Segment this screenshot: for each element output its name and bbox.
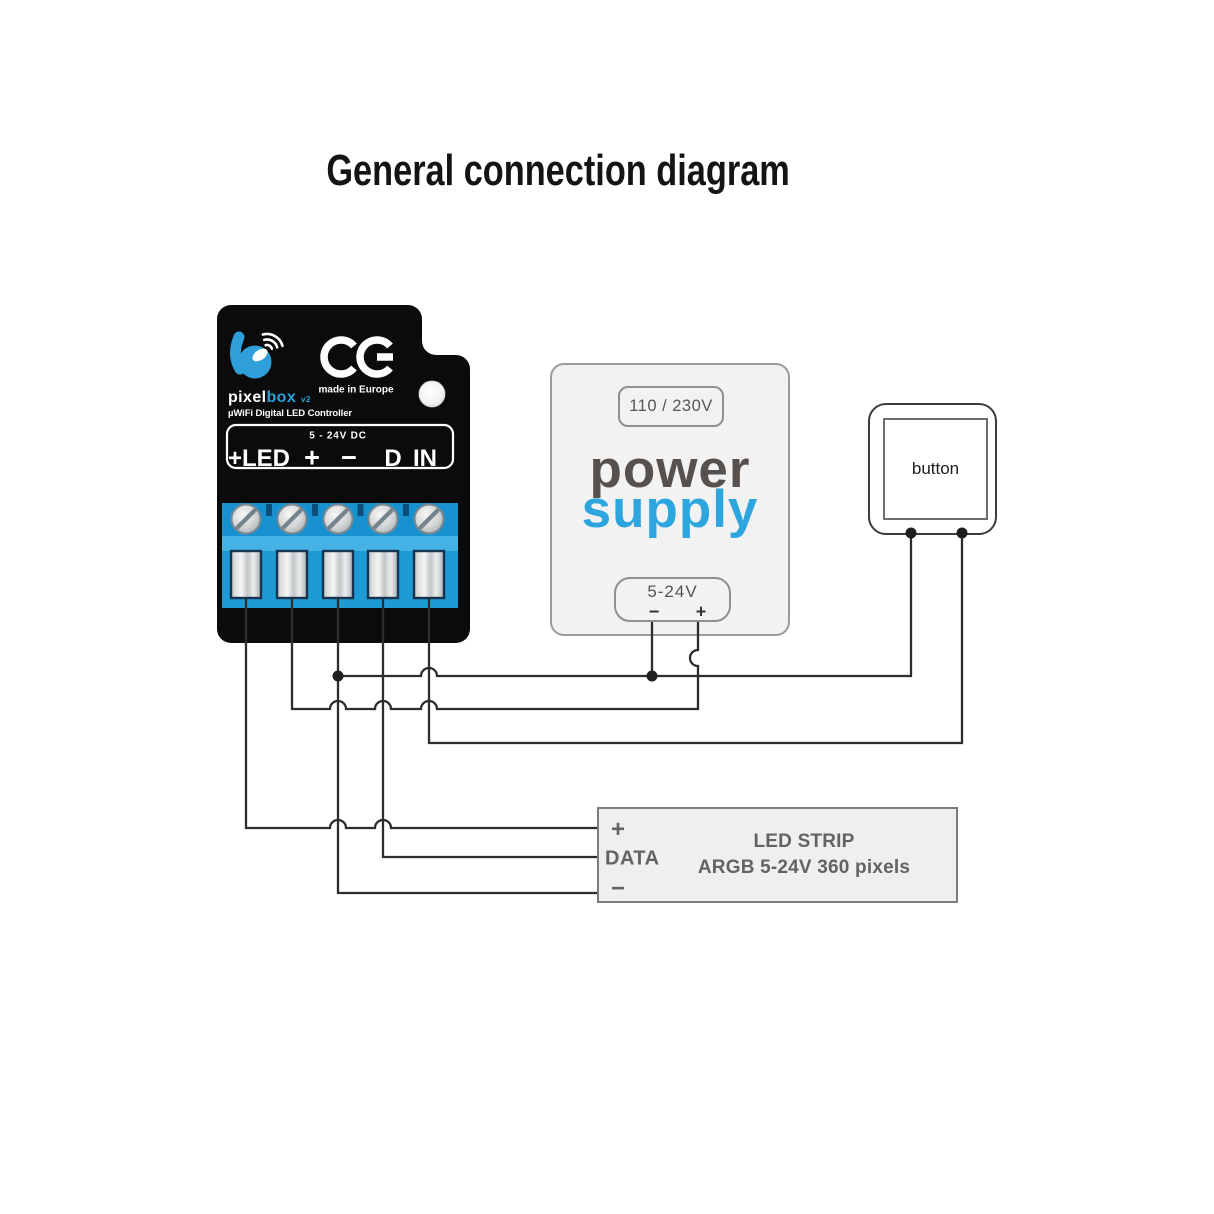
ce-mark-icon <box>320 336 393 378</box>
brand-version: v2 <box>300 395 311 404</box>
power-supply-box: 110 / 230V power supply 5-24V − + <box>550 363 790 636</box>
screw-icon <box>367 503 399 535</box>
junction-dot <box>332 670 344 682</box>
terminal-screws <box>230 503 445 535</box>
terminal-label-led: +LED <box>227 445 291 472</box>
output-voltage-label: 5-24V <box>647 582 698 601</box>
terminal-slot <box>275 549 309 600</box>
strip-title: LED STRIP <box>753 831 855 852</box>
terminal-label-d: D <box>384 445 402 472</box>
screw-icon <box>276 503 308 535</box>
strip-spec: ARGB 5-24V 360 pixels <box>697 857 911 878</box>
psu-logo-supply: supply <box>581 480 759 539</box>
strip-minus-terminal: − <box>610 875 626 902</box>
strip-plus-terminal: + <box>610 816 626 843</box>
psu-minus-terminal: − <box>648 601 660 622</box>
led-strip-box: + DATA − LED STRIP ARGB 5-24V 360 pixels <box>597 807 958 903</box>
device-subtitle: µWiFi Digital LED Controller <box>228 408 352 419</box>
screw-icon <box>413 503 445 535</box>
terminal-separators <box>266 504 409 516</box>
led-controller-device: pixelbox v2 µWiFi Digital LED Controller… <box>217 305 470 643</box>
terminal-slot <box>321 549 355 600</box>
psu-plus-terminal: + <box>695 601 707 622</box>
device-graphic <box>217 305 470 643</box>
strip-description: LED STRIP ARGB 5-24V 360 pixels <box>654 831 954 879</box>
push-button-box[interactable]: button <box>868 403 997 535</box>
psu-logo-power: power <box>589 440 751 499</box>
terminal-slot <box>412 549 446 600</box>
terminal-label-plus: + <box>304 442 320 473</box>
terminal-block <box>222 503 458 608</box>
voltage-rating-label: 5 - 24V DC <box>309 430 367 442</box>
label-frame <box>225 423 455 470</box>
terminal-slot <box>366 549 400 600</box>
terminal-label-minus: − <box>341 442 357 473</box>
blebox-logo-icon <box>229 331 284 379</box>
brand-box: box <box>266 389 297 406</box>
strip-data-terminal: DATA <box>605 847 660 870</box>
terminal-slot <box>229 549 263 600</box>
junction-dot <box>646 670 658 682</box>
made-in-label: made in Europe <box>318 384 394 396</box>
screw-icon <box>230 503 262 535</box>
input-voltage-badge: 110 / 230V <box>618 386 724 427</box>
brand-pixel: pixel <box>228 389 267 406</box>
push-button-face[interactable]: button <box>883 418 988 520</box>
reset-button-icon[interactable] <box>418 380 446 408</box>
page-title: General connection diagram <box>326 146 790 195</box>
terminal-label-in: IN <box>413 445 437 472</box>
brand-label: pixelbox v2 <box>228 390 311 408</box>
output-voltage-badge: 5-24V − + <box>614 577 731 622</box>
screw-icon <box>322 503 354 535</box>
